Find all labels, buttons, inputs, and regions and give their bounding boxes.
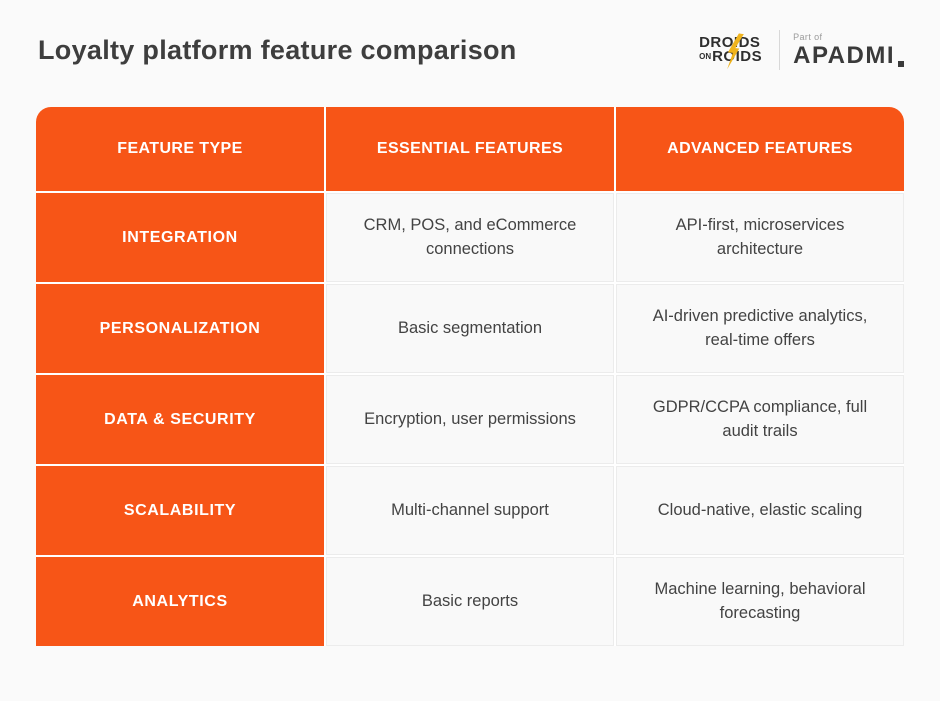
feature-comparison-table: FEATURE TYPE ESSENTIAL FEATURES ADVANCED… xyxy=(36,107,904,646)
column-header-essential-features: ESSENTIAL FEATURES xyxy=(326,107,614,191)
row-label-integration: INTEGRATION xyxy=(36,193,324,282)
logo-text-droids: DROIDS xyxy=(699,33,761,51)
column-header-advanced-features: ADVANCED FEATURES xyxy=(616,107,904,191)
cell-scalability-essential: Multi-channel support xyxy=(326,466,614,555)
row-label-analytics: ANALYTICS xyxy=(36,557,324,646)
apadmi-square-dot-icon xyxy=(898,61,904,67)
logo-text-roids: ONROIDS xyxy=(699,48,763,65)
cell-scalability-advanced: Cloud-native, elastic scaling xyxy=(616,466,904,555)
cell-integration-advanced: API-first, microservices architecture xyxy=(616,193,904,282)
cell-analytics-advanced: Machine learning, behavioral forecasting xyxy=(616,557,904,646)
apadmi-wordmark: APADMI xyxy=(793,44,904,68)
row-label-personalization: PERSONALIZATION xyxy=(36,284,324,373)
row-label-data-security: DATA & SECURITY xyxy=(36,375,324,464)
column-header-feature-type: FEATURE TYPE xyxy=(36,107,324,191)
cell-personalization-essential: Basic segmentation xyxy=(326,284,614,373)
apadmi-logo: Part of APADMI xyxy=(793,32,904,68)
cell-personalization-advanced: AI-driven predictive analytics, real-tim… xyxy=(616,284,904,373)
logo-divider xyxy=(779,30,781,70)
logo-group: DROIDS ONROIDS Part of APADMI xyxy=(699,30,904,70)
header: Loyalty platform feature comparison DROI… xyxy=(38,30,904,70)
logo-text-on: ON xyxy=(699,52,712,61)
row-label-scalability: SCALABILITY xyxy=(36,466,324,555)
page-title: Loyalty platform feature comparison xyxy=(38,34,517,65)
droids-on-roids-logo: DROIDS ONROIDS xyxy=(699,33,766,70)
cell-analytics-essential: Basic reports xyxy=(326,557,614,646)
part-of-label: Part of xyxy=(793,32,823,42)
lightning-bolt-icon xyxy=(727,33,744,70)
cell-data-security-advanced: GDPR/CCPA compliance, full audit trails xyxy=(616,375,904,464)
cell-integration-essential: CRM, POS, and eCommerce connections xyxy=(326,193,614,282)
cell-data-security-essential: Encryption, user permissions xyxy=(326,375,614,464)
